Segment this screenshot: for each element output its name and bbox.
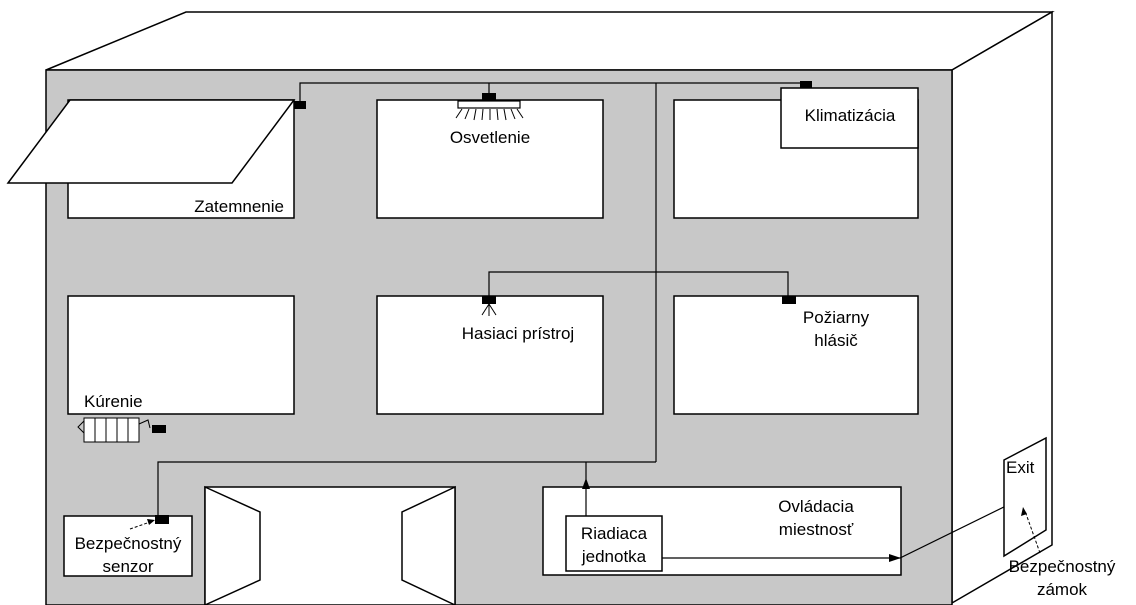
- pointer-senzor-head: [147, 519, 155, 525]
- label-riadiaca-2: jednotka: [581, 547, 647, 566]
- radiator-icon: [77, 417, 151, 443]
- awning-actuator: [294, 101, 306, 109]
- awning-icon: [6, 99, 296, 184]
- label-ovladacia-1: Ovládacia: [778, 497, 854, 516]
- door-icon: [1003, 436, 1047, 558]
- arrows: [129, 478, 1041, 562]
- label-exit: Exit: [1006, 458, 1035, 477]
- label-poziarny-1: Požiarny: [803, 308, 870, 327]
- label-senzor-1: Bezpečnostný: [75, 534, 182, 553]
- klimatizacia-node: [800, 81, 812, 88]
- roof: [45, 11, 1055, 71]
- central-doors: [204, 485, 456, 605]
- senzor-box: [63, 515, 193, 577]
- riadiaca-box: [565, 515, 663, 572]
- pointer-zamok-head: [1021, 507, 1027, 516]
- door-left: [204, 485, 261, 605]
- sensor-icon: [155, 515, 169, 524]
- label-ovladacia-2: miestnosť: [779, 520, 854, 539]
- pointer-zamok: [1024, 510, 1041, 554]
- arrow-up-riadiaca: [582, 478, 590, 489]
- label-senzor-2: senzor: [102, 557, 153, 576]
- label-hasiaci: Hasiaci prístroj: [462, 324, 574, 343]
- sprinkler-icon: [481, 296, 497, 316]
- door-right: [401, 485, 456, 605]
- arrow-right-ovladacia: [889, 554, 901, 562]
- labels: Zatemnenie Osvetlenie Klimatizácia Hasia…: [75, 106, 1116, 599]
- room-kurenie: [67, 295, 295, 415]
- ceiling-light-icon: [455, 93, 524, 121]
- label-riadiaca-1: Riadiaca: [581, 524, 648, 543]
- label-zamok-1: Bezpečnostný: [1009, 557, 1116, 576]
- label-klimatizacia: Klimatizácia: [805, 106, 896, 125]
- label-zamok-2: zámok: [1037, 580, 1088, 599]
- radiator-valve: [152, 425, 166, 433]
- label-osvetlenie: Osvetlenie: [450, 128, 530, 147]
- smoke-detector-icon: [782, 296, 796, 304]
- room-poziarny: [673, 295, 919, 415]
- room-hasiaci: [376, 295, 604, 415]
- label-kurenie: Kúrenie: [84, 392, 143, 411]
- label-zatemnenie: Zatemnenie: [194, 197, 284, 216]
- wiring: [157, 82, 1013, 559]
- klimatizacia-unit: [780, 87, 919, 149]
- label-poziarny-2: hlásič: [814, 331, 858, 350]
